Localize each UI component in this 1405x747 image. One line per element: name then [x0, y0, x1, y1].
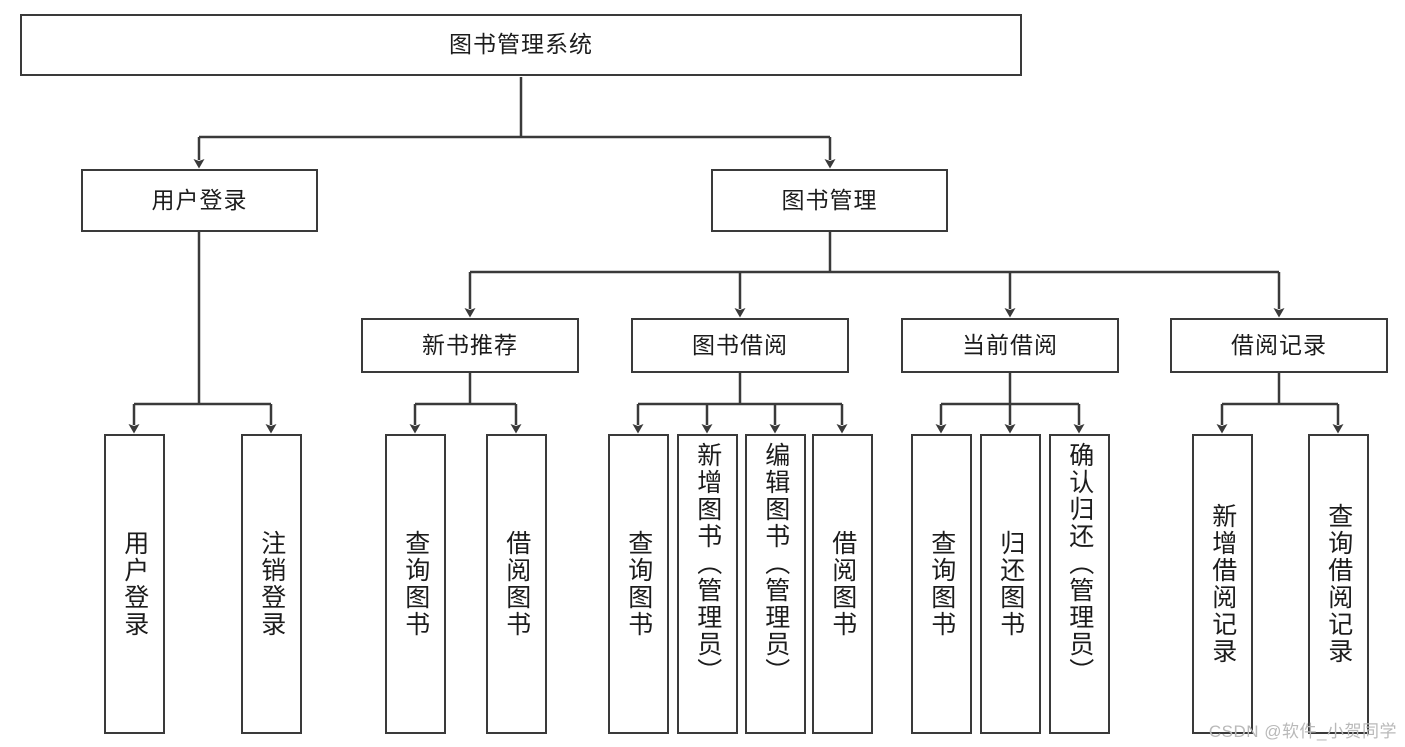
node-label: 图书管理 [781, 186, 878, 213]
node-label: 借阅图书 [502, 530, 531, 638]
leaf-user-login[interactable]: 用户登录 [104, 434, 165, 734]
leaf-add-book-admin[interactable]: 新增图书（管理员） [677, 434, 738, 734]
leaf-query-borrow-record[interactable]: 查询借阅记录 [1308, 434, 1369, 734]
node-root-book-management-system[interactable]: 图书管理系统 [20, 14, 1022, 76]
leaf-confirm-return-admin[interactable]: 确认归还（管理员） [1049, 434, 1110, 734]
node-label: 查询图书 [624, 530, 653, 638]
node-label: 注销登录 [257, 530, 286, 638]
node-label: 图书借阅 [692, 331, 788, 358]
node-borrow-record[interactable]: 借阅记录 [1170, 318, 1388, 373]
leaf-query-book-recommend[interactable]: 查询图书 [385, 434, 446, 734]
node-label: 归还图书 [996, 530, 1025, 638]
node-label: 新增借阅记录 [1208, 503, 1237, 665]
node-label: 用户登录 [120, 530, 149, 638]
node-label: 借阅记录 [1231, 331, 1327, 358]
leaf-borrow-book[interactable]: 借阅图书 [812, 434, 873, 734]
node-book-borrow[interactable]: 图书借阅 [631, 318, 849, 373]
node-label: 查询借阅记录 [1324, 503, 1353, 665]
node-book-management[interactable]: 图书管理 [711, 169, 948, 232]
node-label: 图书管理系统 [449, 31, 593, 58]
node-label: 编辑图书（管理员） [761, 442, 790, 685]
leaf-query-book-borrow[interactable]: 查询图书 [608, 434, 669, 734]
leaf-add-borrow-record[interactable]: 新增借阅记录 [1192, 434, 1253, 734]
node-label: 新书推荐 [422, 331, 518, 358]
node-label: 用户登录 [151, 186, 248, 213]
watermark: CSDN @软件_小贺同学 [1208, 722, 1397, 741]
node-user-login[interactable]: 用户登录 [81, 169, 318, 232]
node-new-book-recommend[interactable]: 新书推荐 [361, 318, 579, 373]
node-label: 查询图书 [401, 530, 430, 638]
leaf-query-book-current[interactable]: 查询图书 [911, 434, 972, 734]
node-label: 新增图书（管理员） [693, 442, 722, 685]
node-label: 当前借阅 [962, 331, 1058, 358]
node-label: 确认归还（管理员） [1065, 442, 1094, 685]
leaf-return-book[interactable]: 归还图书 [980, 434, 1041, 734]
node-label: 借阅图书 [828, 530, 857, 638]
leaf-borrow-book-recommend[interactable]: 借阅图书 [486, 434, 547, 734]
leaf-edit-book-admin[interactable]: 编辑图书（管理员） [745, 434, 806, 734]
node-current-borrow[interactable]: 当前借阅 [901, 318, 1119, 373]
leaf-user-logout[interactable]: 注销登录 [241, 434, 302, 734]
node-label: 查询图书 [927, 530, 956, 638]
